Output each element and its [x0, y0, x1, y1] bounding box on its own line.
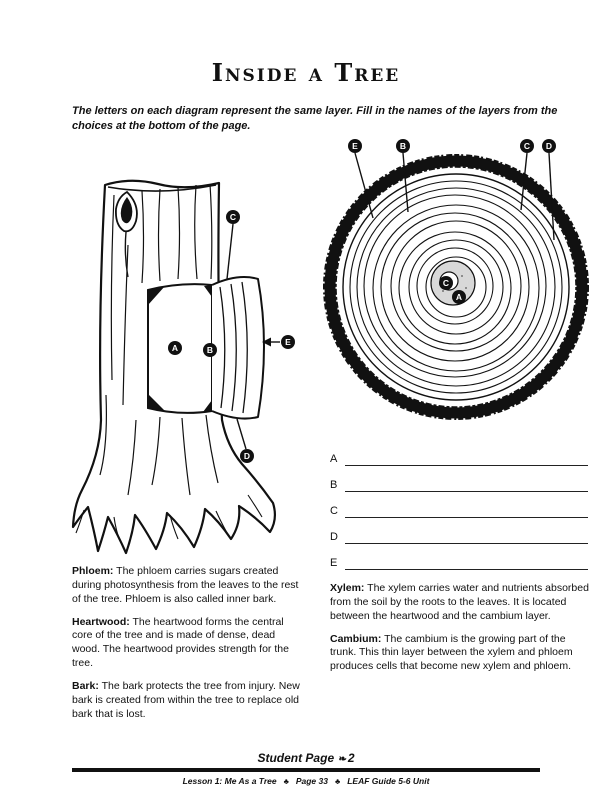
definition-bark: Bark: The bark protects the tree from in…	[72, 680, 305, 722]
answer-row-a: A	[330, 440, 588, 466]
answer-blanks: A B C D E	[330, 440, 588, 570]
cross-label-d: D	[542, 139, 556, 153]
answer-letter-a: A	[330, 453, 338, 465]
definitions-right-column: Xylem: The xylem carries water and nutri…	[330, 582, 590, 683]
lesson-title: Lesson 1: Me As a Tree	[182, 776, 277, 786]
trunk-label-d: D	[240, 449, 254, 463]
page-ref: Page 33	[295, 776, 328, 786]
definition-text: The cambium is the growing part of the t…	[330, 632, 573, 673]
definition-text: The xylem carries water and nutrients ab…	[330, 582, 589, 622]
instructions-text: The letters on each diagram represent th…	[72, 105, 558, 132]
definition-xylem: Xylem: The xylem carries water and nutri…	[330, 582, 590, 624]
trunk-label-a: A	[168, 341, 182, 355]
answer-row-b: B	[330, 466, 588, 492]
definition-term: Bark:	[72, 680, 99, 693]
student-page-number: 2	[347, 751, 355, 765]
answer-blank-e[interactable]	[345, 552, 588, 570]
cross-section-svg	[323, 152, 589, 420]
answer-blank-d[interactable]	[345, 526, 588, 544]
trunk-sketch-svg	[71, 179, 280, 555]
definition-text: The heartwood forms the central core of …	[72, 615, 289, 670]
trunk-label-e: E	[281, 335, 295, 349]
answer-blank-a[interactable]	[345, 448, 588, 466]
answer-letter-c: C	[330, 505, 338, 517]
cross-label-b: B	[396, 139, 410, 153]
leaf-separator-icon: ♣	[283, 776, 289, 786]
answer-row-e: E	[330, 544, 588, 570]
trunk-label-c: C	[226, 210, 240, 224]
answer-letter-b: B	[330, 479, 338, 491]
definition-heartwood: Heartwood: The heartwood forms the centr…	[72, 616, 305, 671]
answer-letter-d: D	[330, 531, 338, 543]
definition-text: The phloem carries sugars created during…	[72, 565, 299, 605]
leaf-separator-icon: ♣	[334, 776, 341, 786]
student-page-label: Student Page	[257, 751, 335, 765]
footer-rule	[72, 768, 540, 772]
definition-term: Heartwood:	[72, 615, 130, 628]
definition-text: The bark protects the tree from injury. …	[72, 680, 300, 720]
trunk-label-b: B	[203, 343, 217, 357]
student-page-line: Student Page ❧2	[72, 751, 540, 765]
definition-term: Phloem:	[72, 565, 114, 577]
trunk-diagram: A B C D E	[70, 165, 310, 565]
cross-section-diagram: E B C D C A	[315, 130, 600, 450]
definitions-left-column: Phloem: The phloem carries sugars create…	[72, 565, 305, 731]
definition-cambium: Cambium: The cambium is the growing part…	[330, 633, 590, 675]
page-title: Inside a Tree	[211, 58, 401, 87]
cross-label-a-center: A	[452, 290, 466, 304]
cross-label-e: E	[348, 139, 362, 153]
answer-letter-e: E	[330, 557, 338, 569]
answer-row-c: C	[330, 492, 588, 518]
footer-lesson-line: Lesson 1: Me As a Tree ♣ Page 33 ♣ LEAF …	[72, 776, 540, 786]
guide-name: LEAF Guide 5-6 Unit	[347, 776, 430, 786]
definition-term: Xylem:	[330, 582, 365, 594]
definition-term: Cambium:	[330, 632, 382, 645]
cross-label-c-center: C	[439, 276, 453, 290]
definition-phloem: Phloem: The phloem carries sugars create…	[72, 565, 305, 607]
answer-blank-b[interactable]	[345, 474, 588, 492]
answer-row-d: D	[330, 518, 588, 544]
cross-label-c: C	[520, 139, 534, 153]
answer-blank-c[interactable]	[345, 500, 588, 518]
leaf-icon: ❧	[338, 754, 347, 765]
